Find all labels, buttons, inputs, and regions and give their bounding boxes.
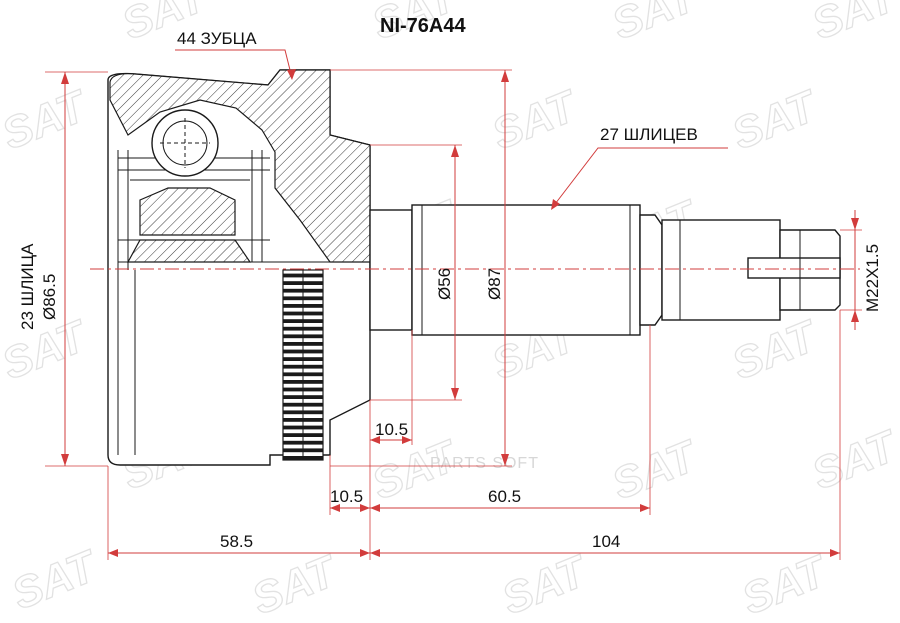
svg-text:SAT: SAT (0, 311, 95, 389)
abs-tone-ring (282, 269, 324, 461)
sat-watermark-logo: SAT (0, 310, 96, 390)
sat-watermark-logo: SAT (0, 80, 96, 160)
sat-watermark-logo: SAT (485, 80, 586, 160)
parts-soft-watermark: PARTS SOFT (430, 455, 539, 472)
sat-watermark-logo: SAT (245, 545, 346, 623)
stub-shaft (369, 204, 841, 336)
inner-race-lower (126, 239, 252, 263)
sat-watermark-logo: SAT (5, 540, 106, 620)
sat-watermark-logo: SAT (725, 80, 826, 160)
abs-teeth-label: 44 ЗУБЦА (177, 29, 257, 48)
dim-58-5: 58.5 (220, 532, 253, 551)
upper-wall-section (109, 69, 371, 263)
inner-race-section (139, 187, 236, 236)
sat-watermark-logo: SAT (805, 0, 900, 50)
sat-watermark-logo: SAT (605, 430, 706, 510)
dia-87-label: Ø87 (485, 268, 504, 300)
sat-watermark-logo: SAT (805, 420, 900, 500)
inner-splines-label: 23 ШЛИЦА (18, 243, 37, 330)
svg-text:SAT: SAT (725, 311, 825, 389)
outer-race-body (107, 69, 371, 466)
svg-text:SAT: SAT (805, 0, 900, 49)
svg-text:SAT: SAT (805, 421, 900, 499)
part-number-title: NI-76A44 (380, 15, 466, 37)
svg-text:SAT: SAT (605, 0, 705, 49)
sat-watermark-logo: SAT (725, 310, 826, 390)
svg-text:SAT: SAT (605, 431, 705, 509)
outer-splines-label: 27 ШЛИЦЕВ (600, 125, 698, 144)
svg-text:SAT: SAT (245, 546, 345, 623)
thread-label: M22X1.5 (863, 244, 882, 312)
svg-text:SAT: SAT (735, 546, 835, 623)
svg-text:SAT: SAT (495, 546, 595, 623)
dim-lower-10-5: 10.5 (330, 487, 363, 506)
sat-watermark-logo: SAT (605, 0, 706, 50)
svg-text:SAT: SAT (5, 541, 105, 619)
dim-upper-10-5: 10.5 (375, 420, 408, 439)
inner-diameter-label: Ø86.5 (40, 274, 59, 320)
dim-60-5: 60.5 (488, 487, 521, 506)
dimension-lines (45, 49, 862, 560)
svg-text:SAT: SAT (485, 81, 585, 159)
svg-text:SAT: SAT (725, 81, 825, 159)
svg-text:SAT: SAT (0, 81, 95, 159)
dia-56-label: Ø56 (435, 268, 454, 300)
cv-ball (151, 109, 219, 177)
sat-watermark-logo: SAT (495, 545, 596, 623)
dim-104: 104 (592, 532, 620, 551)
sat-watermark-logo: SAT (735, 545, 836, 623)
